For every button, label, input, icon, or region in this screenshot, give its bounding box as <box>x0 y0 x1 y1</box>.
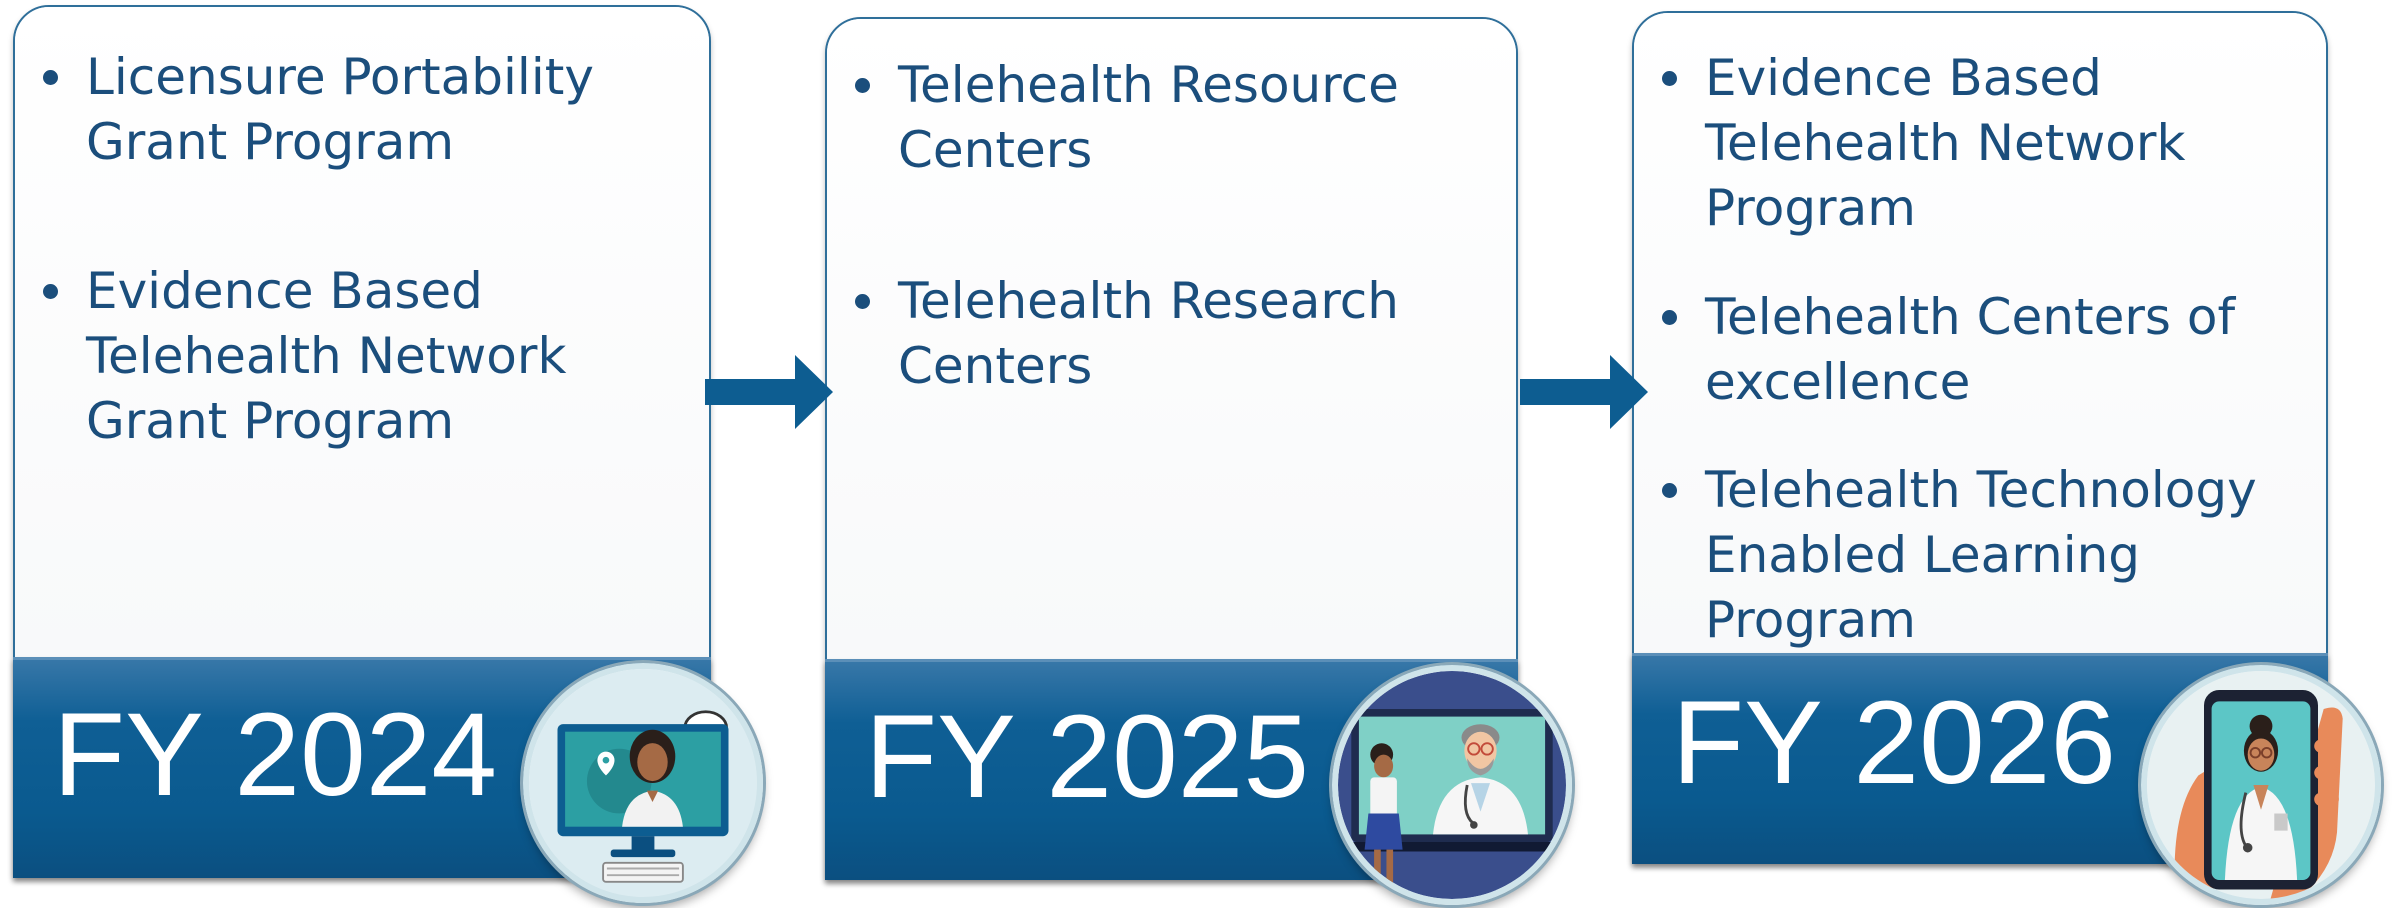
stage-card-fy2024: Licensure Portability Grant Program Evid… <box>13 5 711 878</box>
right-arrow-icon <box>705 355 833 429</box>
telehealth-video-call-icon <box>1332 665 1572 905</box>
bullet-dot <box>43 284 58 299</box>
bullet-text: Evidence Based Telehealth Network Progra… <box>1705 49 2186 237</box>
bullet-dot <box>43 70 58 85</box>
telehealth-phone-icon <box>2141 665 2381 905</box>
stage-label: FY 2024 <box>53 689 497 821</box>
bullet-dot <box>855 78 870 93</box>
bullet-dot <box>855 294 870 309</box>
stage-label: FY 2025 <box>865 691 1309 823</box>
bullet-text: Licensure Portability Grant Program <box>86 48 594 171</box>
bullet-text: Telehealth Resource Centers <box>898 56 1399 179</box>
stage-label: FY 2026 <box>1672 677 2116 809</box>
right-arrow-icon <box>1520 355 1648 429</box>
bullet-text: Telehealth Centers of excellence <box>1705 288 2236 411</box>
bullet-text: Telehealth Research Centers <box>898 272 1399 395</box>
bullet-dot <box>1662 483 1677 498</box>
bullet-text: Evidence Based Telehealth Network Grant … <box>86 262 567 450</box>
bullet-text: Telehealth Technology Enabled Learning P… <box>1705 461 2257 649</box>
telehealth-desktop-icon <box>523 663 763 903</box>
stage-card-fy2025: Telehealth Resource Centers Telehealth R… <box>825 17 1518 880</box>
bullet-dot <box>1662 71 1677 86</box>
bullet-dot <box>1662 310 1677 325</box>
